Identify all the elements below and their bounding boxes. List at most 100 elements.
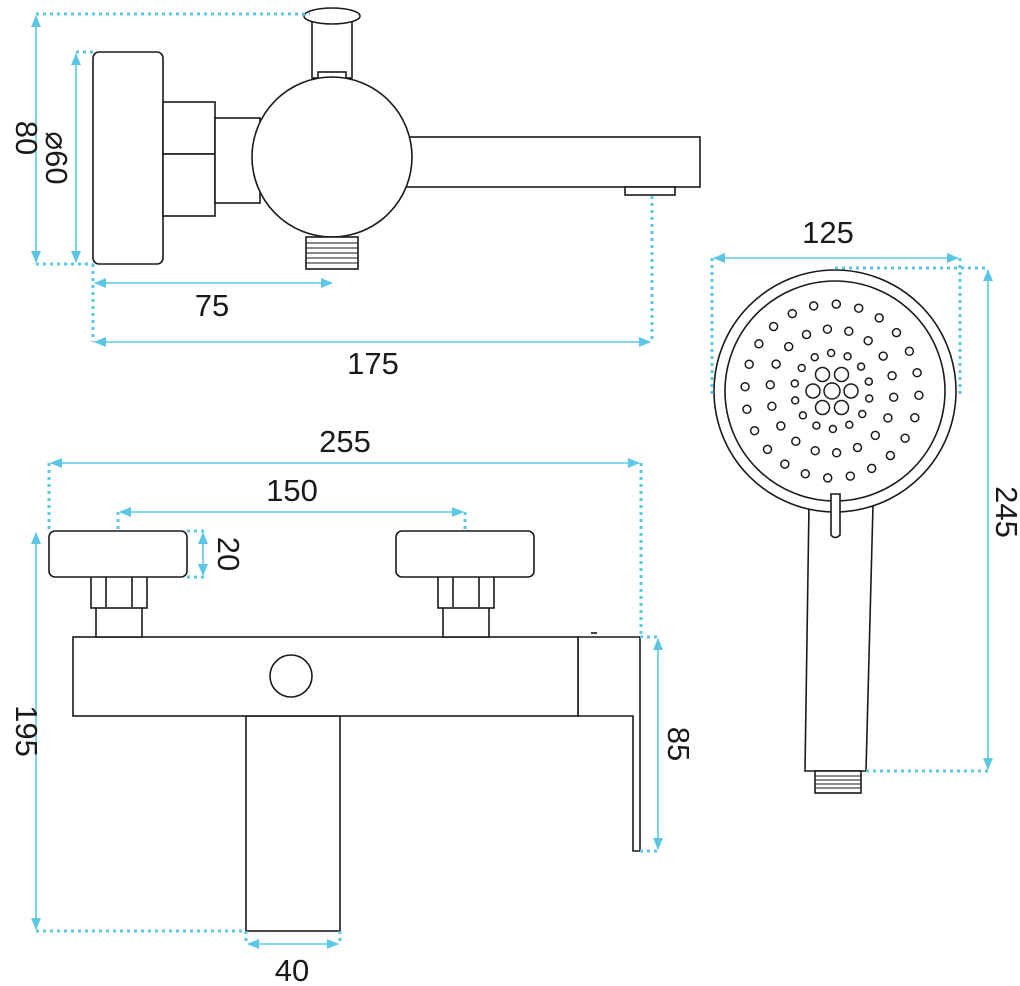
- spray-nozzle: [808, 301, 819, 311]
- front-right-stem-lower: [442, 606, 490, 638]
- spray-nozzle: [783, 341, 794, 352]
- label-front-width: 255: [319, 424, 371, 459]
- spray-nozzle: [742, 404, 752, 415]
- spray-nozzle: [864, 394, 874, 403]
- front-center-knob: [269, 654, 313, 698]
- label-side-diameter: ⌀60: [39, 131, 74, 184]
- label-front-spacing: 150: [266, 473, 318, 508]
- front-outlet-body: [245, 715, 341, 932]
- spray-nozzle: [833, 399, 850, 416]
- front-left-stem-upper: [90, 575, 148, 609]
- spray-nozzle: [800, 469, 811, 479]
- spray-nozzle: [831, 448, 842, 458]
- spray-nozzle: [765, 380, 776, 390]
- shower-thread-lines: [815, 775, 861, 789]
- spray-nozzle: [853, 303, 864, 313]
- spray-nozzle: [864, 377, 874, 386]
- spray-nozzle: [810, 352, 819, 362]
- side-connector-upper: [162, 101, 216, 155]
- label-front-handle: 20: [211, 537, 246, 571]
- label-side-depth: 75: [195, 288, 229, 323]
- front-right-stem-upper: [437, 575, 495, 609]
- side-spout: [399, 136, 701, 188]
- side-body: [251, 76, 413, 238]
- spray-nozzle: [790, 396, 800, 405]
- spray-nozzle: [767, 401, 777, 412]
- spray-nozzle: [814, 399, 831, 416]
- label-head-length: 245: [989, 486, 1020, 538]
- spray-nozzle: [887, 370, 897, 381]
- spray-nozzle: [812, 421, 821, 430]
- spray-nozzle: [891, 327, 902, 338]
- spray-nozzle: [831, 299, 842, 309]
- spray-nozzle: [900, 433, 910, 443]
- label-head-width: 125: [802, 215, 854, 250]
- spray-nozzle: [814, 366, 831, 383]
- spray-nozzle: [798, 411, 808, 420]
- spray-nozzle: [870, 430, 881, 441]
- side-view: 80 ⌀60 75 175: [9, 7, 701, 381]
- spray-nozzle: [744, 359, 754, 370]
- spray-nozzle: [822, 473, 833, 483]
- spray-nozzle: [790, 379, 800, 388]
- side-spout-outlet: [624, 186, 676, 196]
- label-front-lever: 85: [661, 727, 696, 761]
- spray-nozzle: [823, 382, 841, 400]
- spray-nozzle: [910, 412, 920, 423]
- spray-nozzle: [797, 363, 806, 373]
- spray-nozzle: [845, 420, 854, 430]
- spray-nozzle: [843, 352, 852, 361]
- side-wall-flange: [92, 51, 164, 265]
- shower-spray-nozzles: [740, 299, 924, 483]
- spray-nozzle: [762, 444, 773, 455]
- spray-nozzle: [810, 445, 820, 456]
- label-front-height: 195: [9, 705, 44, 757]
- side-diverter-cap: [303, 7, 361, 25]
- side-thread-lines: [306, 242, 358, 264]
- shower-selector-lever: [830, 493, 841, 539]
- spray-nozzle: [780, 459, 790, 469]
- spray-nozzle: [914, 390, 924, 401]
- spray-nozzle: [768, 321, 779, 332]
- spray-nozzle: [776, 421, 786, 431]
- spray-nozzle: [883, 413, 893, 423]
- spray-nozzle: [828, 424, 838, 434]
- front-left-stem-lower: [95, 606, 143, 638]
- label-side-height: 80: [9, 121, 44, 155]
- front-left-handle: [48, 530, 188, 578]
- spray-nozzle: [858, 409, 867, 419]
- label-side-spout: 175: [347, 346, 399, 381]
- side-diverter-stem: [311, 19, 353, 79]
- spray-nozzle: [791, 436, 801, 447]
- spray-nozzle: [801, 329, 812, 340]
- spray-nozzle: [822, 324, 833, 334]
- front-view: 255 150 20 195 85 40: [9, 424, 696, 986]
- shower-thread-end: [814, 770, 862, 794]
- spray-nozzle: [754, 339, 764, 349]
- side-connector-lower: [162, 153, 216, 217]
- spray-nozzle: [885, 450, 896, 461]
- hand-shower-view: 125 245: [710, 215, 1020, 794]
- front-main-bar: [72, 636, 579, 717]
- spray-nozzle: [863, 335, 873, 346]
- spray-nozzle: [740, 381, 750, 392]
- spray-nozzle: [805, 383, 821, 399]
- front-lever: [577, 636, 641, 852]
- spray-nozzle: [856, 362, 866, 371]
- spray-nozzle: [844, 326, 854, 337]
- spray-nozzle: [888, 392, 899, 402]
- shower-handle: [804, 504, 874, 772]
- spray-nozzle: [845, 471, 856, 481]
- spray-nozzle: [833, 366, 850, 383]
- spray-nozzle: [904, 346, 915, 357]
- front-right-handle: [395, 530, 535, 578]
- spray-nozzle: [866, 463, 877, 474]
- spray-nozzle: [852, 442, 863, 453]
- spray-nozzle: [874, 313, 884, 323]
- spray-nozzle: [843, 383, 859, 399]
- spray-nozzle: [826, 348, 836, 358]
- spray-nozzle: [771, 359, 781, 369]
- spray-nozzle: [912, 367, 922, 378]
- spray-nozzle: [878, 351, 888, 361]
